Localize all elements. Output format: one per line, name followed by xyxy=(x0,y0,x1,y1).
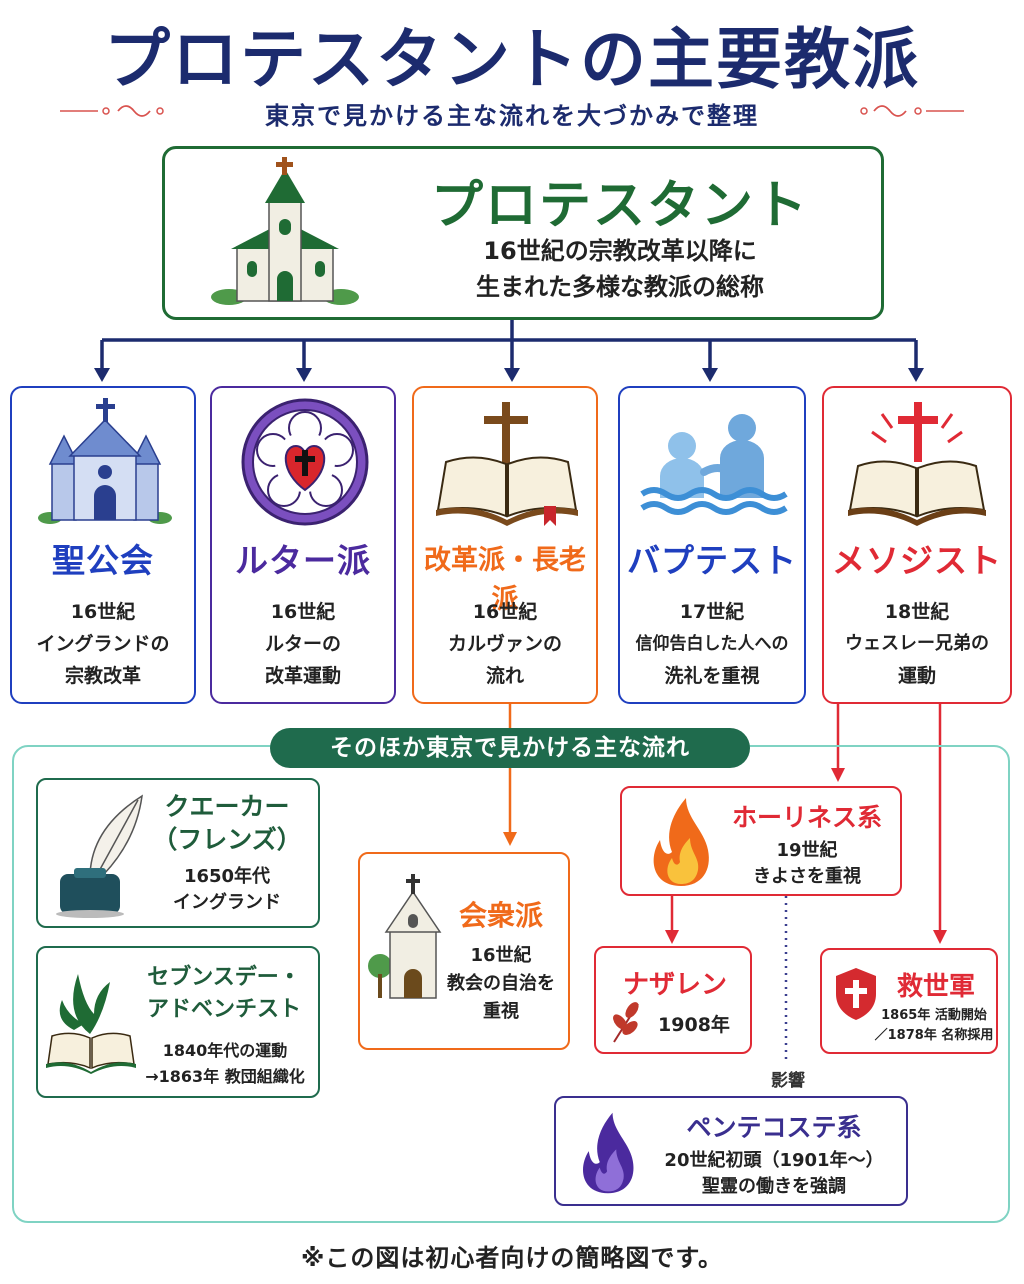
branch-methodist-card: メソジスト 18世紀 ウェスレー兄弟の 運動 xyxy=(822,386,1012,704)
desc-line: 16世紀 xyxy=(70,601,136,623)
adventist-name: セブンスデー・ アドベンチスト xyxy=(134,962,314,1026)
desc-line: 19世紀 xyxy=(776,840,838,861)
adventist-name-line1: セブンスデー・ xyxy=(147,965,301,990)
nazarene-desc: 1908年 xyxy=(658,1014,730,1036)
luther-rose-icon xyxy=(241,398,369,526)
page-title: プロテスタントの主要教派 xyxy=(104,21,920,98)
desc-line: 1650年代 xyxy=(183,866,271,887)
right-ornament-icon xyxy=(860,105,964,117)
desc-line: 流れ xyxy=(485,665,524,687)
desc-line: 運動 xyxy=(897,665,936,687)
desc-line: →1863年 教団組織化 xyxy=(145,1067,305,1086)
desc-line: 聖霊の働きを強調 xyxy=(702,1176,846,1197)
desc-line: カルヴァンの xyxy=(447,633,562,655)
desc-line: ／1878年 名称採用 xyxy=(874,1028,994,1043)
root-name: プロテスタント xyxy=(430,176,809,236)
quaker-name-line2: （フレンズ） xyxy=(152,825,302,854)
influence-label: 影響 xyxy=(771,1071,805,1091)
bible-radiant-cross-icon xyxy=(848,402,986,526)
congregational-desc: 16世紀 教会の自治を 重視 xyxy=(440,942,562,1026)
quill-inkwell-icon xyxy=(56,794,143,918)
branch-lutheran-card: ルター派 16世紀 ルターの 改革運動 xyxy=(210,386,396,704)
desc-line: イングランドの xyxy=(36,633,170,655)
other-streams-label: そのほか東京で見かける主な流れ xyxy=(270,728,750,768)
page-subtitle: 東京で見かける主な流れを大づかみで整理 xyxy=(265,102,759,130)
congregational-card: 会衆派 16世紀 教会の自治を 重視 xyxy=(358,852,570,1050)
shield-cross-icon xyxy=(836,968,876,1020)
protestant-root-card: プロテスタント 16世紀の宗教改革以降に 生まれた多様な教派の総称 xyxy=(162,146,884,320)
branch-anglican-card: 聖公会 16世紀 イングランドの 宗教改革 xyxy=(10,386,196,704)
desc-line: 16世紀 xyxy=(270,601,336,623)
pentecostal-desc: 20世紀初頭（1901年〜） 聖霊の働きを強調 xyxy=(646,1148,902,1200)
flame-icon xyxy=(583,1112,634,1194)
branch-lutheran-name: ルター派 xyxy=(235,541,371,580)
desc-line: 1840年代の運動 xyxy=(162,1041,288,1060)
bible-cross-icon xyxy=(436,402,578,526)
pentecostal-name: ペンテコステ系 xyxy=(686,1113,862,1142)
salvation-army-card: 救世軍 1865年 活動開始 ／1878年 名称採用 xyxy=(820,948,998,1054)
holiness-desc: 19世紀 きよさを重視 xyxy=(718,838,896,890)
quaker-card: クエーカー （フレンズ） 1650年代 イングランド xyxy=(36,778,320,928)
desc-line: 16世紀 xyxy=(470,945,532,966)
cathedral-icon xyxy=(38,398,172,524)
nazarene-name: ナザレン xyxy=(622,970,727,1000)
salvation-army-desc: 1865年 活動開始 ／1878年 名称採用 xyxy=(870,1006,998,1046)
desc-line: 1865年 活動開始 xyxy=(881,1008,987,1023)
adventist-desc: 1840年代の運動 →1863年 教団組織化 xyxy=(134,1038,316,1090)
desc-line: 改革運動 xyxy=(264,665,341,687)
holiness-name: ホーリネス系 xyxy=(731,803,882,832)
nazarene-card: ナザレン 1908年 xyxy=(594,946,752,1054)
desc-line: 20世紀初頭（1901年〜） xyxy=(664,1150,884,1171)
branch-baptist-desc: 17世紀 信仰告白した人への 洗礼を重視 xyxy=(620,596,804,692)
adventist-card: セブンスデー・ アドベンチスト 1840年代の運動 →1863年 教団組織化 xyxy=(36,946,320,1098)
church-icon xyxy=(211,157,359,305)
quaker-desc: 1650年代 イングランド xyxy=(142,864,312,916)
branch-baptist-name: バプテスト xyxy=(627,541,797,580)
congregational-name: 会衆派 xyxy=(458,899,543,932)
desc-line: 17世紀 xyxy=(679,601,745,623)
root-desc-line2: 生まれた多様な教派の総称 xyxy=(476,273,764,301)
footnote: ※この図は初心者向けの簡略図です。 xyxy=(301,1244,723,1272)
chapel-icon xyxy=(368,874,442,999)
desc-line: 宗教改革 xyxy=(64,665,141,687)
root-description: 16世紀の宗教改革以降に 生まれた多様な教派の総称 xyxy=(385,233,855,305)
pentecostal-card: ペンテコステ系 20世紀初頭（1901年〜） 聖霊の働きを強調 xyxy=(554,1096,908,1206)
desc-line: 18世紀 xyxy=(884,601,950,623)
branch-lutheran-desc: 16世紀 ルターの 改革運動 xyxy=(212,596,394,692)
branch-reformed-name: 改革派・長老派 xyxy=(424,545,586,615)
branch-anglican-desc: 16世紀 イングランドの 宗教改革 xyxy=(12,596,194,692)
branch-methodist-name: メソジスト xyxy=(832,541,1002,580)
adventist-name-line2: アドベンチスト xyxy=(146,997,301,1022)
branch-reformed-card: 改革派・長老派 16世紀 カルヴァンの 流れ xyxy=(412,386,598,704)
branch-methodist-desc: 18世紀 ウェスレー兄弟の 運動 xyxy=(824,596,1010,692)
branch-anglican-name: 聖公会 xyxy=(52,541,154,580)
desc-line: 洗礼を重視 xyxy=(664,665,760,687)
root-desc-line1: 16世紀の宗教改革以降に xyxy=(483,237,757,265)
quaker-name: クエーカー （フレンズ） xyxy=(142,790,312,856)
fire-icon xyxy=(653,798,709,886)
baptism-icon xyxy=(640,414,788,515)
desc-line: ルターの xyxy=(264,633,341,655)
left-ornament-icon xyxy=(60,105,164,117)
desc-line: 16世紀 xyxy=(472,601,538,623)
desc-line: イングランド xyxy=(173,892,281,913)
desc-line: 信仰告白した人への xyxy=(635,634,789,654)
branch-baptist-card: バプテスト 17世紀 信仰告白した人への 洗礼を重視 xyxy=(618,386,806,704)
bible-flame-icon xyxy=(46,974,136,1074)
branch-leaf-icon xyxy=(613,1002,639,1043)
desc-line: ウェスレー兄弟の xyxy=(845,633,989,654)
holiness-card: ホーリネス系 19世紀 きよさを重視 xyxy=(620,786,902,896)
branch-reformed-desc: 16世紀 カルヴァンの 流れ xyxy=(414,596,596,692)
desc-line: きよさを重視 xyxy=(753,866,861,887)
desc-line: 重視 xyxy=(483,1001,519,1022)
quaker-name-line1: クエーカー xyxy=(164,792,290,821)
desc-line: 教会の自治を xyxy=(447,973,555,994)
salvation-army-name: 救世軍 xyxy=(896,972,975,1002)
